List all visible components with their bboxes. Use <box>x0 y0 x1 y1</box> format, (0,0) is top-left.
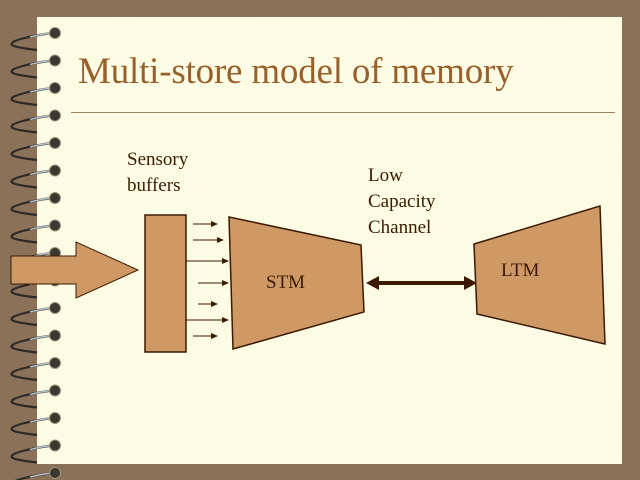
spiral-ring-icon <box>10 54 61 79</box>
sensory-label-line1: Sensory <box>127 149 189 170</box>
transfer-arrow <box>193 221 218 227</box>
spiral-ring-icon <box>10 109 61 134</box>
slide-title: Multi-store model of memory <box>78 51 514 92</box>
transfer-arrow <box>198 280 229 286</box>
transfer-arrow <box>198 301 218 307</box>
channel-label: Low Capacity Channel <box>368 163 436 241</box>
ltm-store <box>473 205 606 345</box>
transfer-arrow <box>193 333 218 339</box>
input-arrow <box>10 241 140 299</box>
stm-store <box>228 216 365 350</box>
transfer-arrow <box>186 258 229 264</box>
spiral-ring-icon <box>10 357 61 382</box>
stm-label: STM <box>266 272 306 293</box>
transfer-arrow <box>193 237 224 243</box>
channel-label-line3: Channel <box>368 217 432 238</box>
channel-label-line1: Low <box>368 165 403 186</box>
spiral-ring-icon <box>10 329 61 354</box>
channel-label-line2: Capacity <box>368 191 436 212</box>
transfer-arrow <box>186 317 229 323</box>
spiral-ring-icon <box>10 302 61 327</box>
spiral-ring-icon <box>10 192 61 217</box>
sensory-buffer-box <box>144 214 187 353</box>
spiral-ring-icon <box>10 27 61 52</box>
spiral-ring-icon <box>14 467 61 480</box>
title-divider <box>71 112 615 113</box>
spiral-ring-icon <box>10 439 61 464</box>
sensory-buffers-label: Sensory buffers <box>127 147 188 199</box>
transfer-arrows <box>186 221 229 339</box>
sensory-label-line2: buffers <box>127 175 181 196</box>
spiral-ring-icon <box>10 412 61 437</box>
spiral-ring-icon <box>10 137 61 162</box>
low-capacity-channel-arrow <box>366 276 477 290</box>
spiral-ring-icon <box>10 82 61 107</box>
spiral-ring-icon <box>10 384 61 409</box>
spiral-ring-icon <box>10 164 61 189</box>
spiral-ring-icon <box>10 219 61 244</box>
ltm-label: LTM <box>501 260 540 281</box>
